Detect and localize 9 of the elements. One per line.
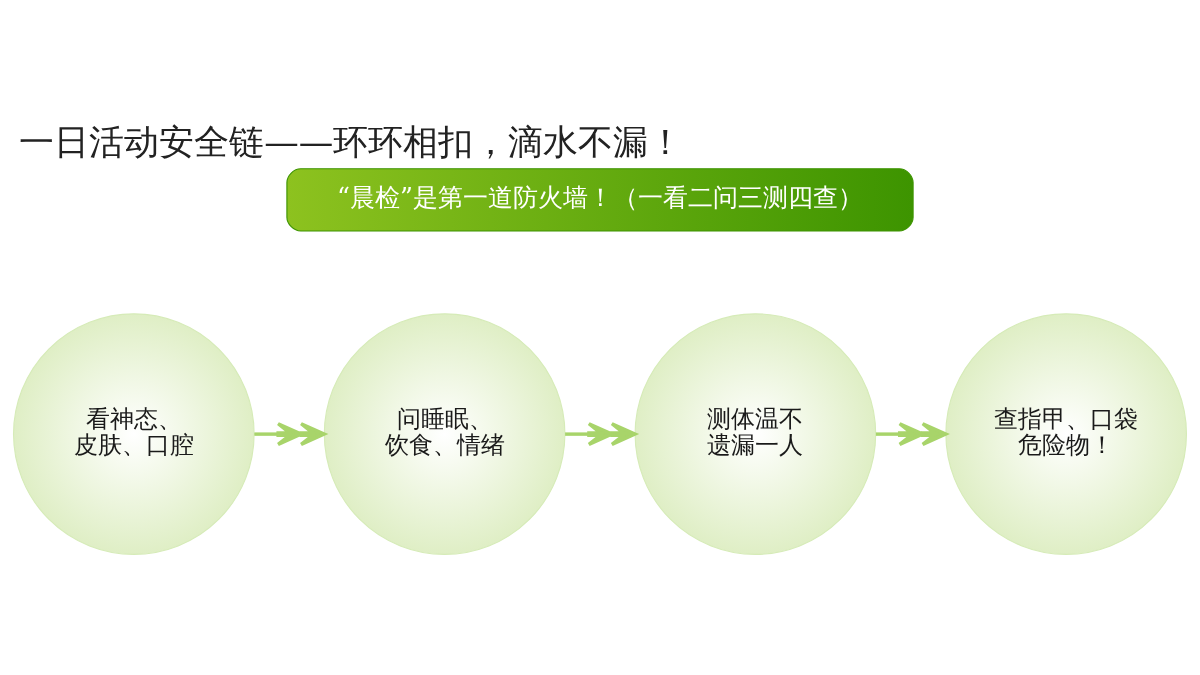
node-circle: 问睡眠、饮食、情绪	[323, 312, 566, 555]
diagram-title: 一日活动安全链——环环相扣，滴水不漏！	[19, 121, 684, 162]
arrow	[565, 421, 637, 446]
node-circle: 测体温不遗漏一人	[634, 312, 877, 555]
node-circle: 看神态、皮肤、口腔	[12, 312, 255, 555]
arrow	[875, 421, 948, 446]
node-circle: 查指甲、口袋危险物！	[945, 312, 1188, 555]
arrow	[254, 421, 326, 446]
node-box: “晨检”是第一道防火墙！（一看二问三测四查）	[286, 167, 914, 232]
